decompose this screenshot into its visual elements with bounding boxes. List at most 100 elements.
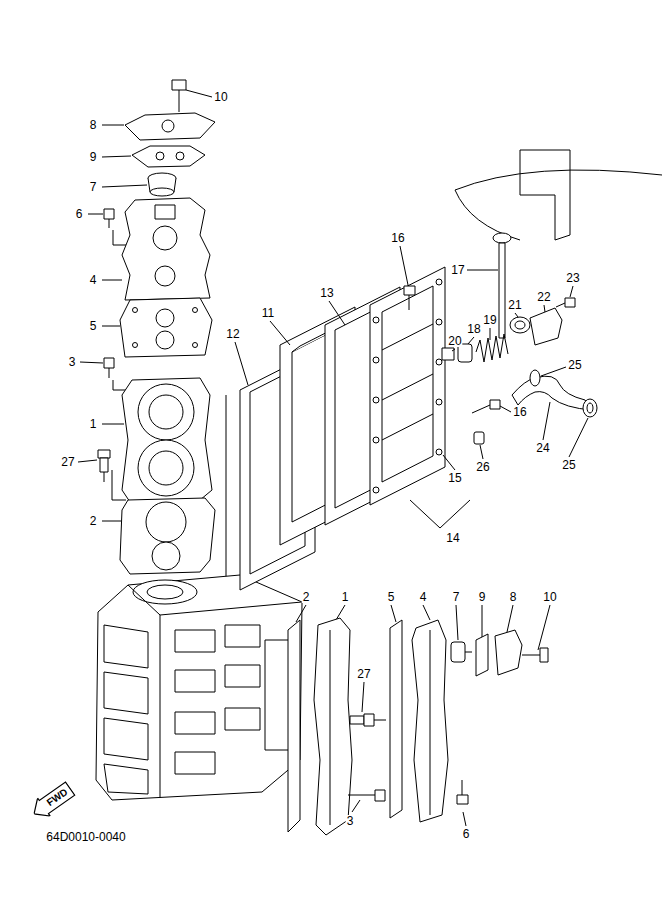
gasket-side <box>288 620 300 832</box>
callout-number: 13 <box>319 287 334 299</box>
engine-block <box>133 580 197 604</box>
leader-line <box>329 301 345 325</box>
gasket <box>133 343 138 348</box>
leader-line <box>270 321 290 345</box>
callout-number: 8 <box>509 591 518 603</box>
exhaust-cover <box>382 374 433 400</box>
exhaust-cover <box>382 414 433 440</box>
gasket <box>193 343 198 348</box>
rod <box>499 243 505 338</box>
bolt-side <box>348 790 385 801</box>
exhaust-cover <box>373 357 379 363</box>
leader-line <box>88 214 103 215</box>
cover <box>122 198 210 300</box>
hose <box>512 376 592 410</box>
cover <box>565 298 575 307</box>
gasket <box>132 146 205 167</box>
callout-number: 7 <box>89 181 98 193</box>
hose <box>530 370 540 386</box>
gasket <box>120 298 212 357</box>
exhaust-cover <box>373 487 379 493</box>
callout-number: 3 <box>346 815 355 827</box>
cover <box>155 205 175 219</box>
cylinder-head-side <box>314 618 352 835</box>
engine-block <box>160 615 161 798</box>
leader-line <box>480 445 483 459</box>
cover <box>153 226 177 250</box>
gasket <box>152 542 180 570</box>
leader-line <box>400 246 408 285</box>
leader-line <box>102 326 120 327</box>
cover <box>125 113 215 140</box>
hose <box>512 370 597 417</box>
plug <box>474 432 484 444</box>
leader-line <box>80 362 103 363</box>
fitting <box>442 334 508 362</box>
callout-number: 25 <box>561 459 576 471</box>
bolt <box>404 286 415 295</box>
thermostat <box>148 173 176 196</box>
engine-block <box>265 640 290 750</box>
bracket-line <box>112 470 126 500</box>
gasket <box>120 298 212 357</box>
exhaust-cover <box>436 399 442 405</box>
engine-block <box>147 585 183 599</box>
fitting <box>476 334 508 362</box>
leader-line <box>391 605 396 622</box>
engine-block <box>175 752 215 774</box>
exhaust-cover <box>436 319 442 325</box>
spark-plug <box>104 472 105 482</box>
leader-line <box>467 270 498 271</box>
gasket-side <box>476 634 488 676</box>
engine-block <box>225 625 260 647</box>
bolt <box>472 405 490 413</box>
leader-line <box>544 305 545 312</box>
exhaust-cover <box>436 279 442 285</box>
bolt-side <box>462 780 463 795</box>
bolt <box>179 90 180 112</box>
cover <box>122 198 210 300</box>
bolt <box>172 80 186 90</box>
leader-line <box>102 125 124 126</box>
callout-number: 2 <box>302 591 311 603</box>
leader-line <box>541 367 566 376</box>
callout-number: 12 <box>225 328 240 340</box>
gasket <box>132 146 205 167</box>
callout-number: 16 <box>390 232 405 244</box>
engine-block <box>96 575 302 800</box>
leader-line <box>569 418 588 457</box>
exhaust-cover <box>370 267 445 505</box>
leader-line <box>570 286 573 297</box>
spark-plug <box>98 450 110 458</box>
leader-line <box>235 342 248 385</box>
arrow-outline <box>28 780 77 823</box>
cover <box>162 120 174 132</box>
spark-plug <box>100 458 108 472</box>
leader-line <box>102 521 121 522</box>
rod <box>493 233 511 243</box>
gasket-side <box>288 620 300 832</box>
cylinder-head-side <box>330 630 331 825</box>
leader-line <box>186 90 212 97</box>
callout-number: 23 <box>565 272 580 284</box>
thermostat-side <box>451 642 465 662</box>
cover-side <box>412 620 448 822</box>
callout-number: 26 <box>475 461 490 473</box>
engine-block <box>175 630 215 652</box>
callout-number: 6 <box>462 828 471 840</box>
callout-number: 4 <box>419 591 428 603</box>
leader-line <box>102 185 147 187</box>
callout-number: 1 <box>89 418 98 430</box>
leader-line <box>102 424 124 425</box>
cover <box>125 113 215 140</box>
leader-line <box>102 280 122 281</box>
cover-side <box>495 630 522 675</box>
thermostat <box>150 188 174 196</box>
callout-number: 25 <box>567 359 582 371</box>
bolt-side <box>375 790 385 801</box>
exhaust-cover <box>373 437 379 443</box>
bolt-side <box>540 648 548 662</box>
callout-number: 9 <box>89 151 98 163</box>
callout-number: 8 <box>89 119 98 131</box>
